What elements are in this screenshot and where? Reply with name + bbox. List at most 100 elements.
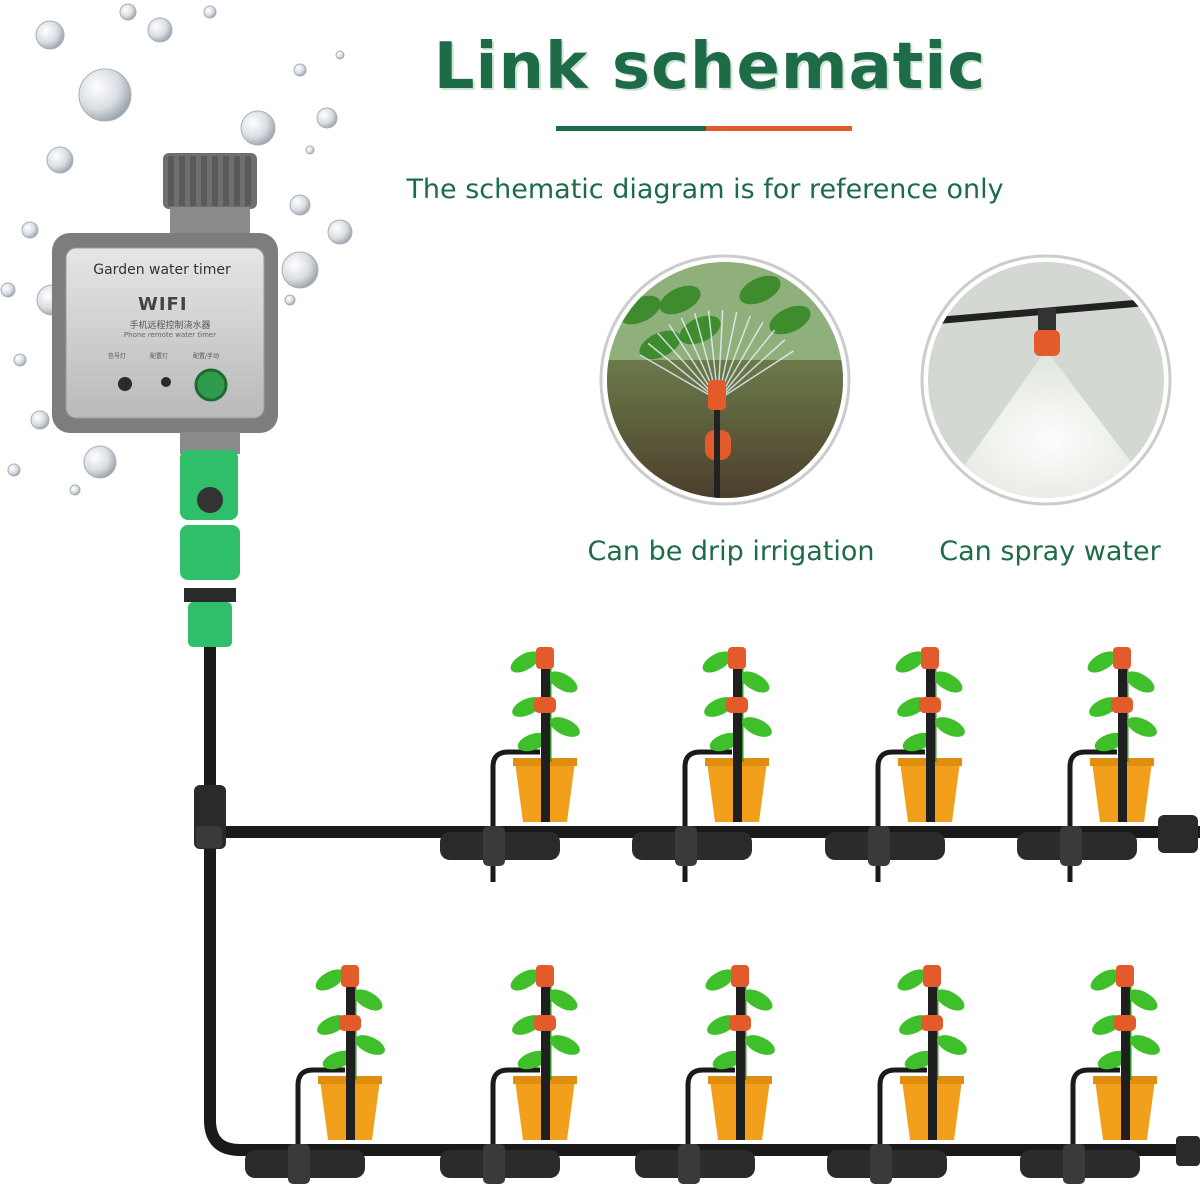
leaf: [315, 969, 345, 991]
dripper-cap: [1113, 647, 1131, 669]
leaf: [517, 732, 549, 752]
leaf: [517, 1050, 549, 1070]
timer-chinese-text: 手机远程控制浇水器: [129, 321, 211, 331]
dripper-head: [729, 1015, 751, 1031]
main-hose: [204, 634, 1200, 1156]
nut-ridge: [212, 156, 218, 206]
leaf: [550, 1035, 580, 1055]
leaf: [659, 285, 701, 315]
dripper-cap: [728, 647, 746, 669]
caption-spray: Can spray water: [939, 536, 1161, 567]
dripper-head: [726, 697, 748, 713]
water-drop-icon: [281, 251, 319, 289]
potted-plant-icon: [1020, 965, 1160, 1184]
water-jet: [717, 329, 776, 401]
tee-joint: [1063, 1144, 1085, 1184]
leaf: [1128, 989, 1158, 1011]
water-drop-icon: [289, 194, 311, 216]
micro-tube: [1070, 1067, 1120, 1184]
title-underline-orange: [706, 126, 852, 131]
micro-tube: [490, 749, 540, 882]
leaf: [935, 717, 965, 737]
potted-plant-icon: [440, 647, 580, 882]
water-drop-icon: [119, 3, 137, 21]
leaf: [510, 651, 540, 673]
drip-photo: [607, 262, 843, 498]
tee-joint: [288, 1144, 310, 1184]
leaf: [548, 989, 578, 1011]
potted-plant-icon: [440, 965, 580, 1184]
leaf: [322, 1050, 354, 1070]
leaf: [740, 671, 770, 693]
dripper-cap: [923, 965, 941, 987]
dripper-stake-icon: [541, 980, 550, 1140]
dripper-cap: [731, 965, 749, 987]
tee-joint: [483, 826, 505, 866]
nut-ridge: [201, 156, 207, 206]
dripper-stake-icon: [926, 662, 935, 822]
micro-tube: [295, 1067, 345, 1184]
page-subtitle: The schematic diagram is for reference o…: [406, 174, 1004, 205]
leaf: [639, 330, 681, 360]
tee-joint: [1060, 826, 1082, 866]
dripper-stake: [714, 410, 720, 498]
dripper-cap: [536, 965, 554, 987]
leaf: [705, 969, 735, 991]
dripper-head: [1114, 1015, 1136, 1031]
leaf: [1125, 671, 1155, 693]
dripper-cap: [1116, 965, 1134, 987]
nut-ridge: [223, 156, 229, 206]
leaf: [937, 1035, 967, 1055]
leaf: [1087, 651, 1117, 673]
leaf: [712, 1050, 744, 1070]
micro-tube: [490, 1067, 540, 1184]
manual-button: [194, 368, 228, 402]
leaf: [709, 732, 741, 752]
dripper-stake-icon: [541, 662, 550, 822]
valve-handle: [197, 487, 223, 513]
dripper-head: [1111, 697, 1133, 713]
water-drop-icon: [83, 445, 117, 479]
potted-plant-icon: [245, 965, 385, 1184]
tee-connector-joint: [196, 826, 222, 848]
dripper-cap: [921, 647, 939, 669]
timer-wifi-logo: WIFI: [138, 294, 188, 315]
spray-nozzle: [1034, 330, 1060, 356]
dripper-head: [534, 1015, 556, 1031]
potted-plant-icon: [827, 965, 967, 1184]
water-drop-icon: [0, 282, 16, 298]
leaf: [742, 717, 772, 737]
dripper-head: [921, 1015, 943, 1031]
mist-cone: [940, 350, 1160, 498]
page-title: Link schematic: [433, 30, 987, 104]
leaf: [353, 989, 383, 1011]
leaf: [1130, 1035, 1160, 1055]
nut-ridge: [234, 156, 240, 206]
water-jet: [717, 339, 786, 401]
water-jet: [717, 350, 794, 401]
water-drop-icon: [316, 107, 338, 129]
potted-plant-icon: [825, 647, 965, 882]
water-jet: [657, 332, 719, 401]
end-cap: [1176, 1136, 1200, 1166]
leaf: [355, 1035, 385, 1055]
end-cap: [1158, 815, 1198, 853]
water-jet: [639, 354, 719, 401]
dripper-cap: [341, 965, 359, 987]
dripper-stake-icon: [736, 980, 745, 1140]
micro-tube: [877, 1067, 927, 1184]
water-drop-icon: [69, 484, 81, 496]
potted-plant-icon: [1017, 647, 1157, 882]
leaf: [897, 969, 927, 991]
leaf: [902, 732, 934, 752]
example-photos: [599, 254, 1172, 506]
leaf: [1127, 717, 1157, 737]
indicator-light: [161, 377, 171, 387]
indicator-light: [118, 377, 132, 391]
timer-faucet-nut: [163, 153, 257, 209]
hose-adapter: [188, 602, 232, 647]
leaf: [743, 989, 773, 1011]
timer-outlet: [180, 432, 240, 454]
leaf: [550, 717, 580, 737]
